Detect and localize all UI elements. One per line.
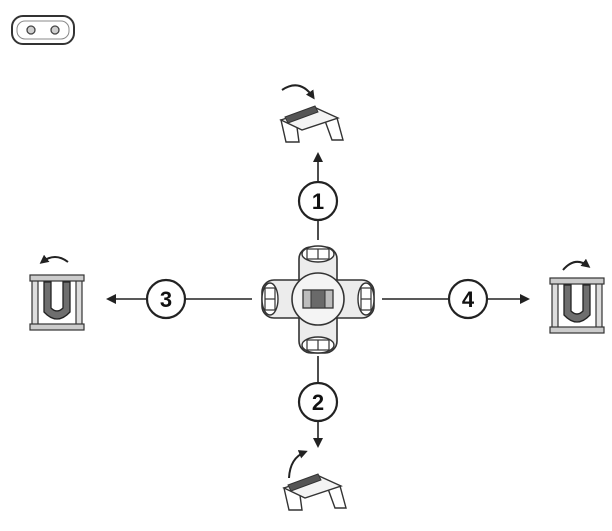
u-bracket-rotate-icon-left	[29, 254, 85, 331]
step-badge-4: 4	[447, 278, 489, 320]
cross-connector-icon	[261, 245, 375, 354]
two-hole-plate-icon	[11, 15, 75, 45]
step-label-4: 4	[462, 287, 475, 312]
step-badge-2: 2	[297, 381, 339, 423]
step-label-2: 2	[312, 390, 324, 415]
u-bracket-rotate-icon-right	[549, 258, 605, 334]
clip-rotate-icon-top	[279, 84, 344, 143]
step-badge-1: 1	[297, 180, 339, 222]
clip-rotate-icon-bottom	[282, 450, 347, 511]
step-badge-3: 3	[145, 278, 187, 320]
step-label-3: 3	[160, 287, 172, 312]
step-label-1: 1	[312, 189, 324, 214]
